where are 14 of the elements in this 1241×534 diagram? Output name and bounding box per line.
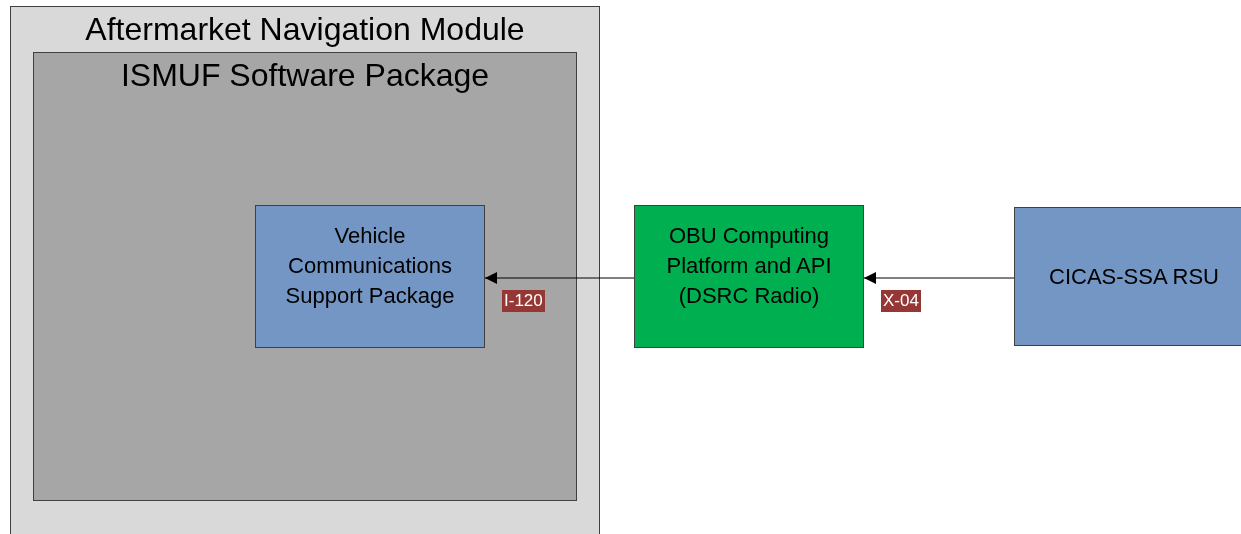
panel-title: ISMUF Software Package <box>119 57 491 94</box>
process-box <box>255 205 485 348</box>
interface-label: X-04 <box>881 290 921 312</box>
arrow <box>863 272 1015 284</box>
process-box <box>1014 207 1241 346</box>
arrow <box>484 272 635 284</box>
module-panel <box>10 6 600 534</box>
box-label: CICAS-SSA RSU <box>1048 262 1220 291</box>
panel-title: Aftermarket Navigation Module <box>84 11 526 48</box>
box-label: OBU Computing Platform and API (DSRC Radio) <box>665 221 833 310</box>
interface-label: I-120 <box>502 290 545 312</box>
software-package-panel <box>33 52 577 501</box>
process-box <box>634 205 864 348</box>
box-label: Vehicle Communications Support Package <box>284 221 456 310</box>
